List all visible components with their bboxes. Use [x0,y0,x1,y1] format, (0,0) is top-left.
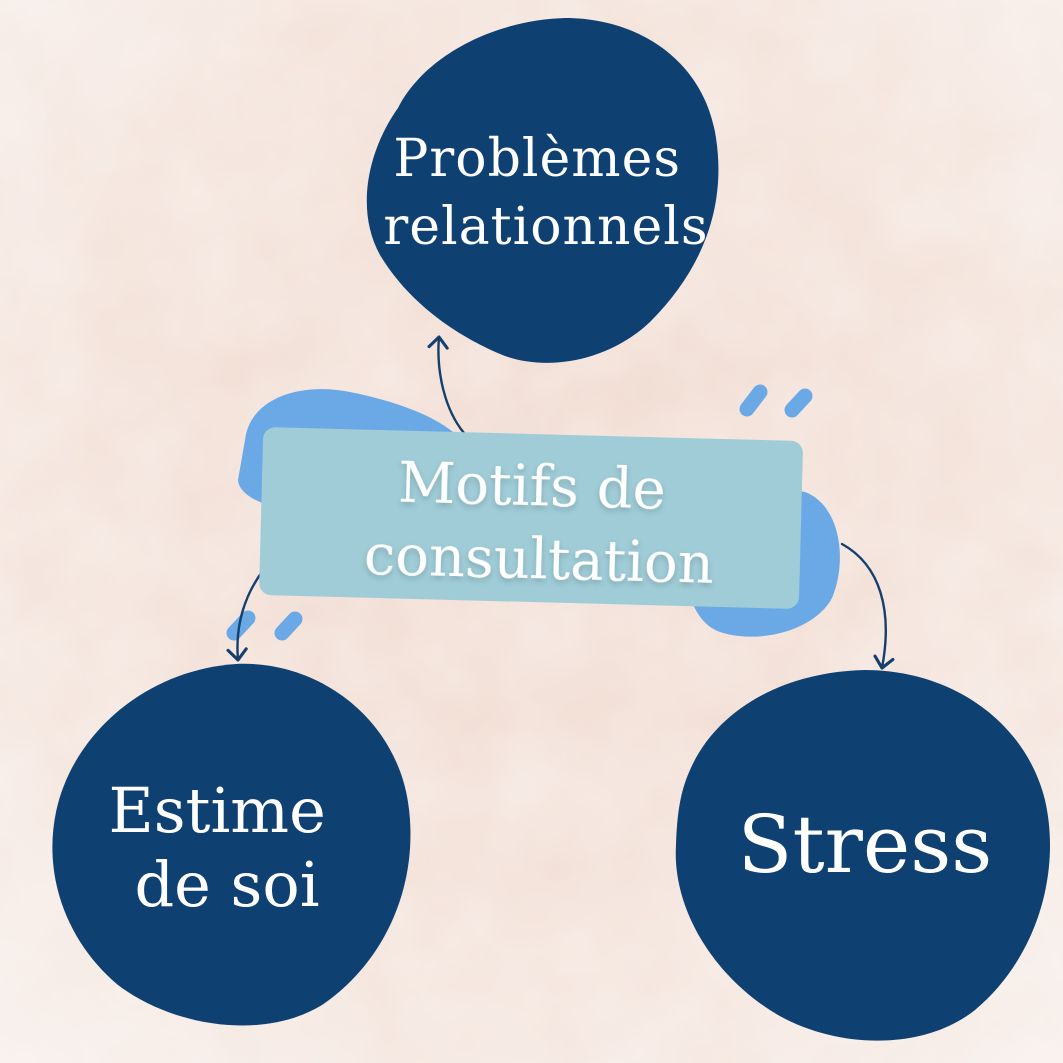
svg-text:Estime de soi: Estime de soi [108,774,345,921]
node-relations-shape [366,18,719,363]
node-relations-line1: Problèmes [393,129,681,189]
center-label-line1: Motifs de [397,451,666,523]
node-estime-line2: de soi [134,848,319,921]
center-box: Motifs de consultation [259,427,803,609]
arrow-to-estime [226,570,264,662]
center-box-shape [259,427,803,609]
accent-dashes-bottom-left [226,610,303,641]
svg-text:Problèmes relationnels: Problèmes relationnels [383,129,708,257]
node-stress-line1: Stress [738,798,993,891]
svg-text:Motifs de consultation: Motifs de consultation [363,450,716,597]
node-stress: Stress [675,670,1051,1041]
node-estime-line1: Estime [108,774,325,847]
node-relations-line2: relationnels [383,197,708,257]
arrow-to-relations [427,335,466,435]
svg-text:Stress: Stress [738,798,993,891]
node-estime-shape [52,663,411,1026]
node-relations: Problèmes relationnels [366,18,719,363]
arrow-to-stress [840,542,895,670]
node-estime: Estime de soi [52,663,411,1026]
accent-dashes-top-right [739,384,813,418]
center-label-line2: consultation [363,523,715,597]
node-stress-shape [675,670,1051,1041]
